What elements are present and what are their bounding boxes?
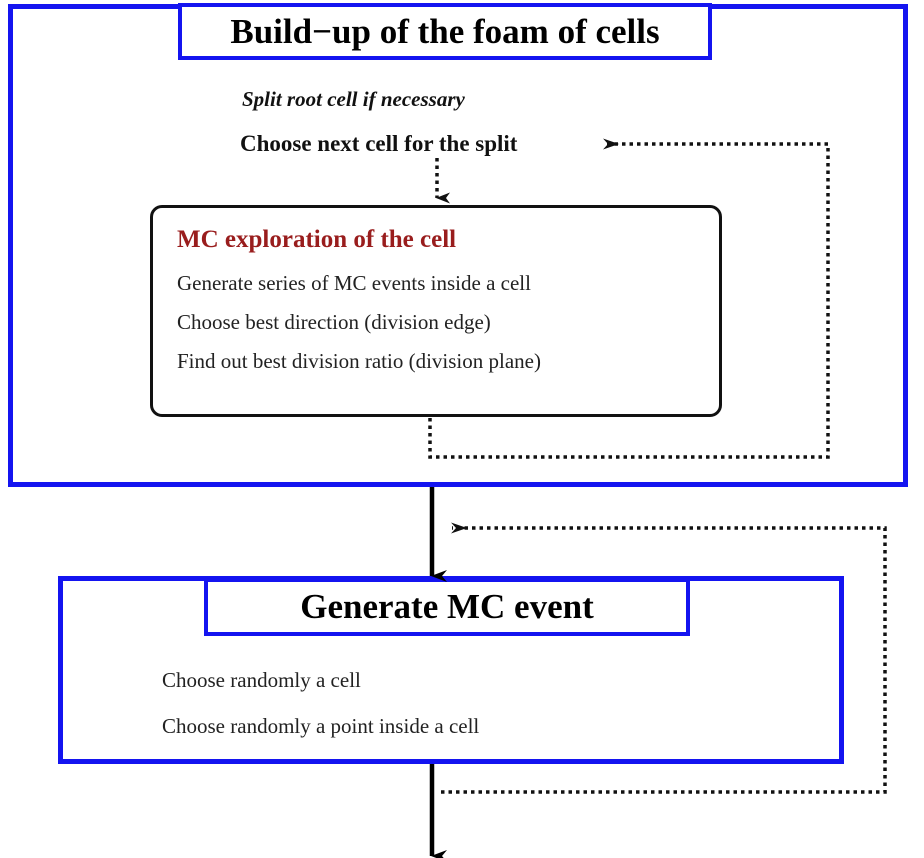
event-line-choose-cell: Choose randomly a cell [162,668,361,692]
section-event-title: Generate MC event [300,587,594,626]
step-split-root-cell: Split root cell if necessary [242,87,465,111]
section-foam-title-box: Build−up of the foam of cells [178,3,712,60]
section-event-title-box: Generate MC event [204,578,690,636]
mc-line-division-ratio: Find out best division ratio (division p… [177,349,541,373]
mc-line-generate-events: Generate series of MC events inside a ce… [177,271,531,295]
page-title: Build−up of the foam of cells [230,11,660,51]
mc-line-choose-direction: Choose best direction (division edge) [177,310,491,334]
mc-exploration-heading: MC exploration of the cell [177,226,457,253]
mc-exploration-box: MC exploration of the cell Generate seri… [150,205,722,417]
step-choose-next-cell: Choose next cell for the split [240,131,518,156]
event-line-choose-point: Choose randomly a point inside a cell [162,714,480,738]
